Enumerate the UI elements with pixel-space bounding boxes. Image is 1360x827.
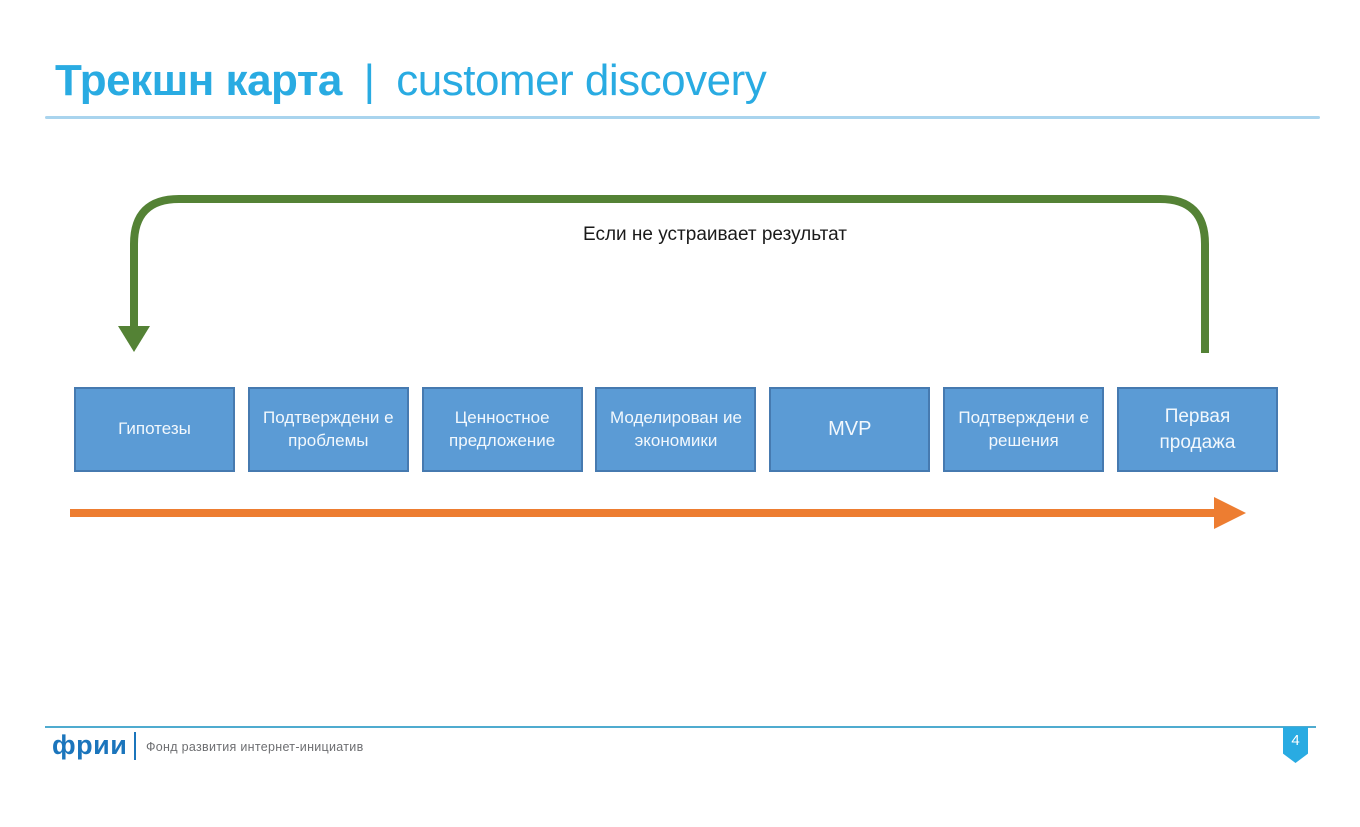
footer-organization-name: Фонд развития интернет-инициатив xyxy=(146,740,364,754)
title-separator: | xyxy=(363,56,375,105)
stage-box-first-sale: Первая продажа xyxy=(1116,387,1278,472)
footer-logo-divider xyxy=(134,732,136,760)
page-title-bold: Трекшн карта xyxy=(55,56,342,105)
title-underline xyxy=(45,116,1320,119)
stage-box-mvp: MVP xyxy=(769,387,931,472)
stage-box-solution-confirmation: Подтверждени е решения xyxy=(943,387,1105,472)
page-title: Трекшн карта | customer discovery xyxy=(55,56,1325,106)
stage-box-economics-modeling: Моделирован ие экономики xyxy=(595,387,757,472)
frii-logo: фрии xyxy=(52,730,128,760)
stage-box-value-proposition: Ценностное предложение xyxy=(421,387,583,472)
feedback-loop-arrowhead xyxy=(118,326,150,352)
feedback-loop-arrow xyxy=(130,195,1209,353)
stage-row: Гипотезы Подтверждени е проблемы Ценност… xyxy=(74,387,1278,472)
timeline-arrowhead xyxy=(1214,497,1246,529)
stage-box-problem-confirmation: Подтверждени е проблемы xyxy=(247,387,409,472)
footer-rule xyxy=(45,726,1316,728)
page-title-subtitle: customer discovery xyxy=(396,56,767,105)
page-number: 4 xyxy=(1291,732,1300,749)
stage-box-hypotheses: Гипотезы xyxy=(74,387,235,472)
loop-annotation: Если не устраивает результат xyxy=(582,224,847,245)
